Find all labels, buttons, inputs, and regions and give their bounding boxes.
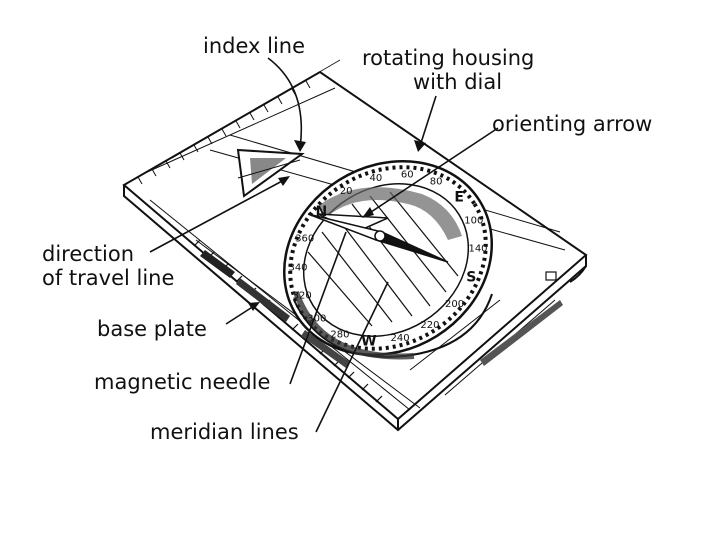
magnetic-needle-leader bbox=[289, 231, 347, 385]
direction-of-travel-arrow bbox=[236, 148, 305, 198]
magnetic-needle-label: magnetic needle bbox=[94, 370, 271, 394]
dial-numeral: 100 bbox=[464, 216, 483, 227]
dial-numeral: 280 bbox=[330, 330, 349, 341]
rotating-housing-label-line2: with dial bbox=[413, 70, 503, 94]
index-line-leader bbox=[267, 57, 303, 149]
direction-leader-arrowhead bbox=[278, 176, 290, 186]
dial-numeral: 140 bbox=[468, 243, 487, 254]
dial-numeral: 240 bbox=[391, 333, 410, 344]
dial-numeral: 300 bbox=[307, 314, 326, 325]
dial-numeral: S bbox=[466, 269, 476, 285]
rotating-housing-leader bbox=[419, 95, 437, 147]
index-line-label: index line bbox=[203, 34, 306, 58]
dial-numeral: 340 bbox=[288, 263, 307, 274]
base-plate-leader-arrowhead bbox=[248, 302, 260, 311]
orienting-arrow-leader-arrowhead bbox=[362, 207, 374, 218]
dial-numeral: 40 bbox=[370, 173, 383, 184]
dial-numeral: 320 bbox=[293, 290, 312, 301]
direction-leader bbox=[149, 179, 285, 253]
dial-numeral: W bbox=[361, 333, 376, 349]
rotating-housing-label: rotating housing bbox=[362, 46, 535, 70]
dial-numeral: N bbox=[316, 204, 328, 220]
dial-numeral: 360 bbox=[295, 234, 314, 245]
index-line-leader-arrowhead bbox=[294, 140, 306, 152]
dial-numeral: 20 bbox=[340, 186, 353, 197]
meridian-lines-leader bbox=[315, 281, 389, 433]
base-plate-label: base plate bbox=[97, 317, 207, 341]
dial-numeral: E bbox=[454, 189, 464, 205]
dial-numeral: 80 bbox=[430, 176, 443, 187]
dial-numeral: 60 bbox=[401, 170, 414, 181]
meridian-lines-label: meridian lines bbox=[150, 420, 299, 444]
orienting-arrow-leader bbox=[367, 127, 499, 215]
leader-lines bbox=[149, 57, 499, 433]
direction-of-travel-label-line2: of travel line bbox=[42, 266, 175, 290]
dial-numeral: 200 bbox=[445, 299, 464, 310]
direction-of-travel-label: direction bbox=[42, 242, 135, 266]
rotating-housing-leader-arrowhead bbox=[414, 140, 426, 152]
magnetic-needle bbox=[307, 213, 449, 263]
base-plate-leader bbox=[225, 305, 255, 325]
orienting-arrow-label: orienting arrow bbox=[492, 112, 653, 136]
dial-shading bbox=[318, 187, 462, 240]
dial-numeral: 220 bbox=[420, 320, 439, 331]
